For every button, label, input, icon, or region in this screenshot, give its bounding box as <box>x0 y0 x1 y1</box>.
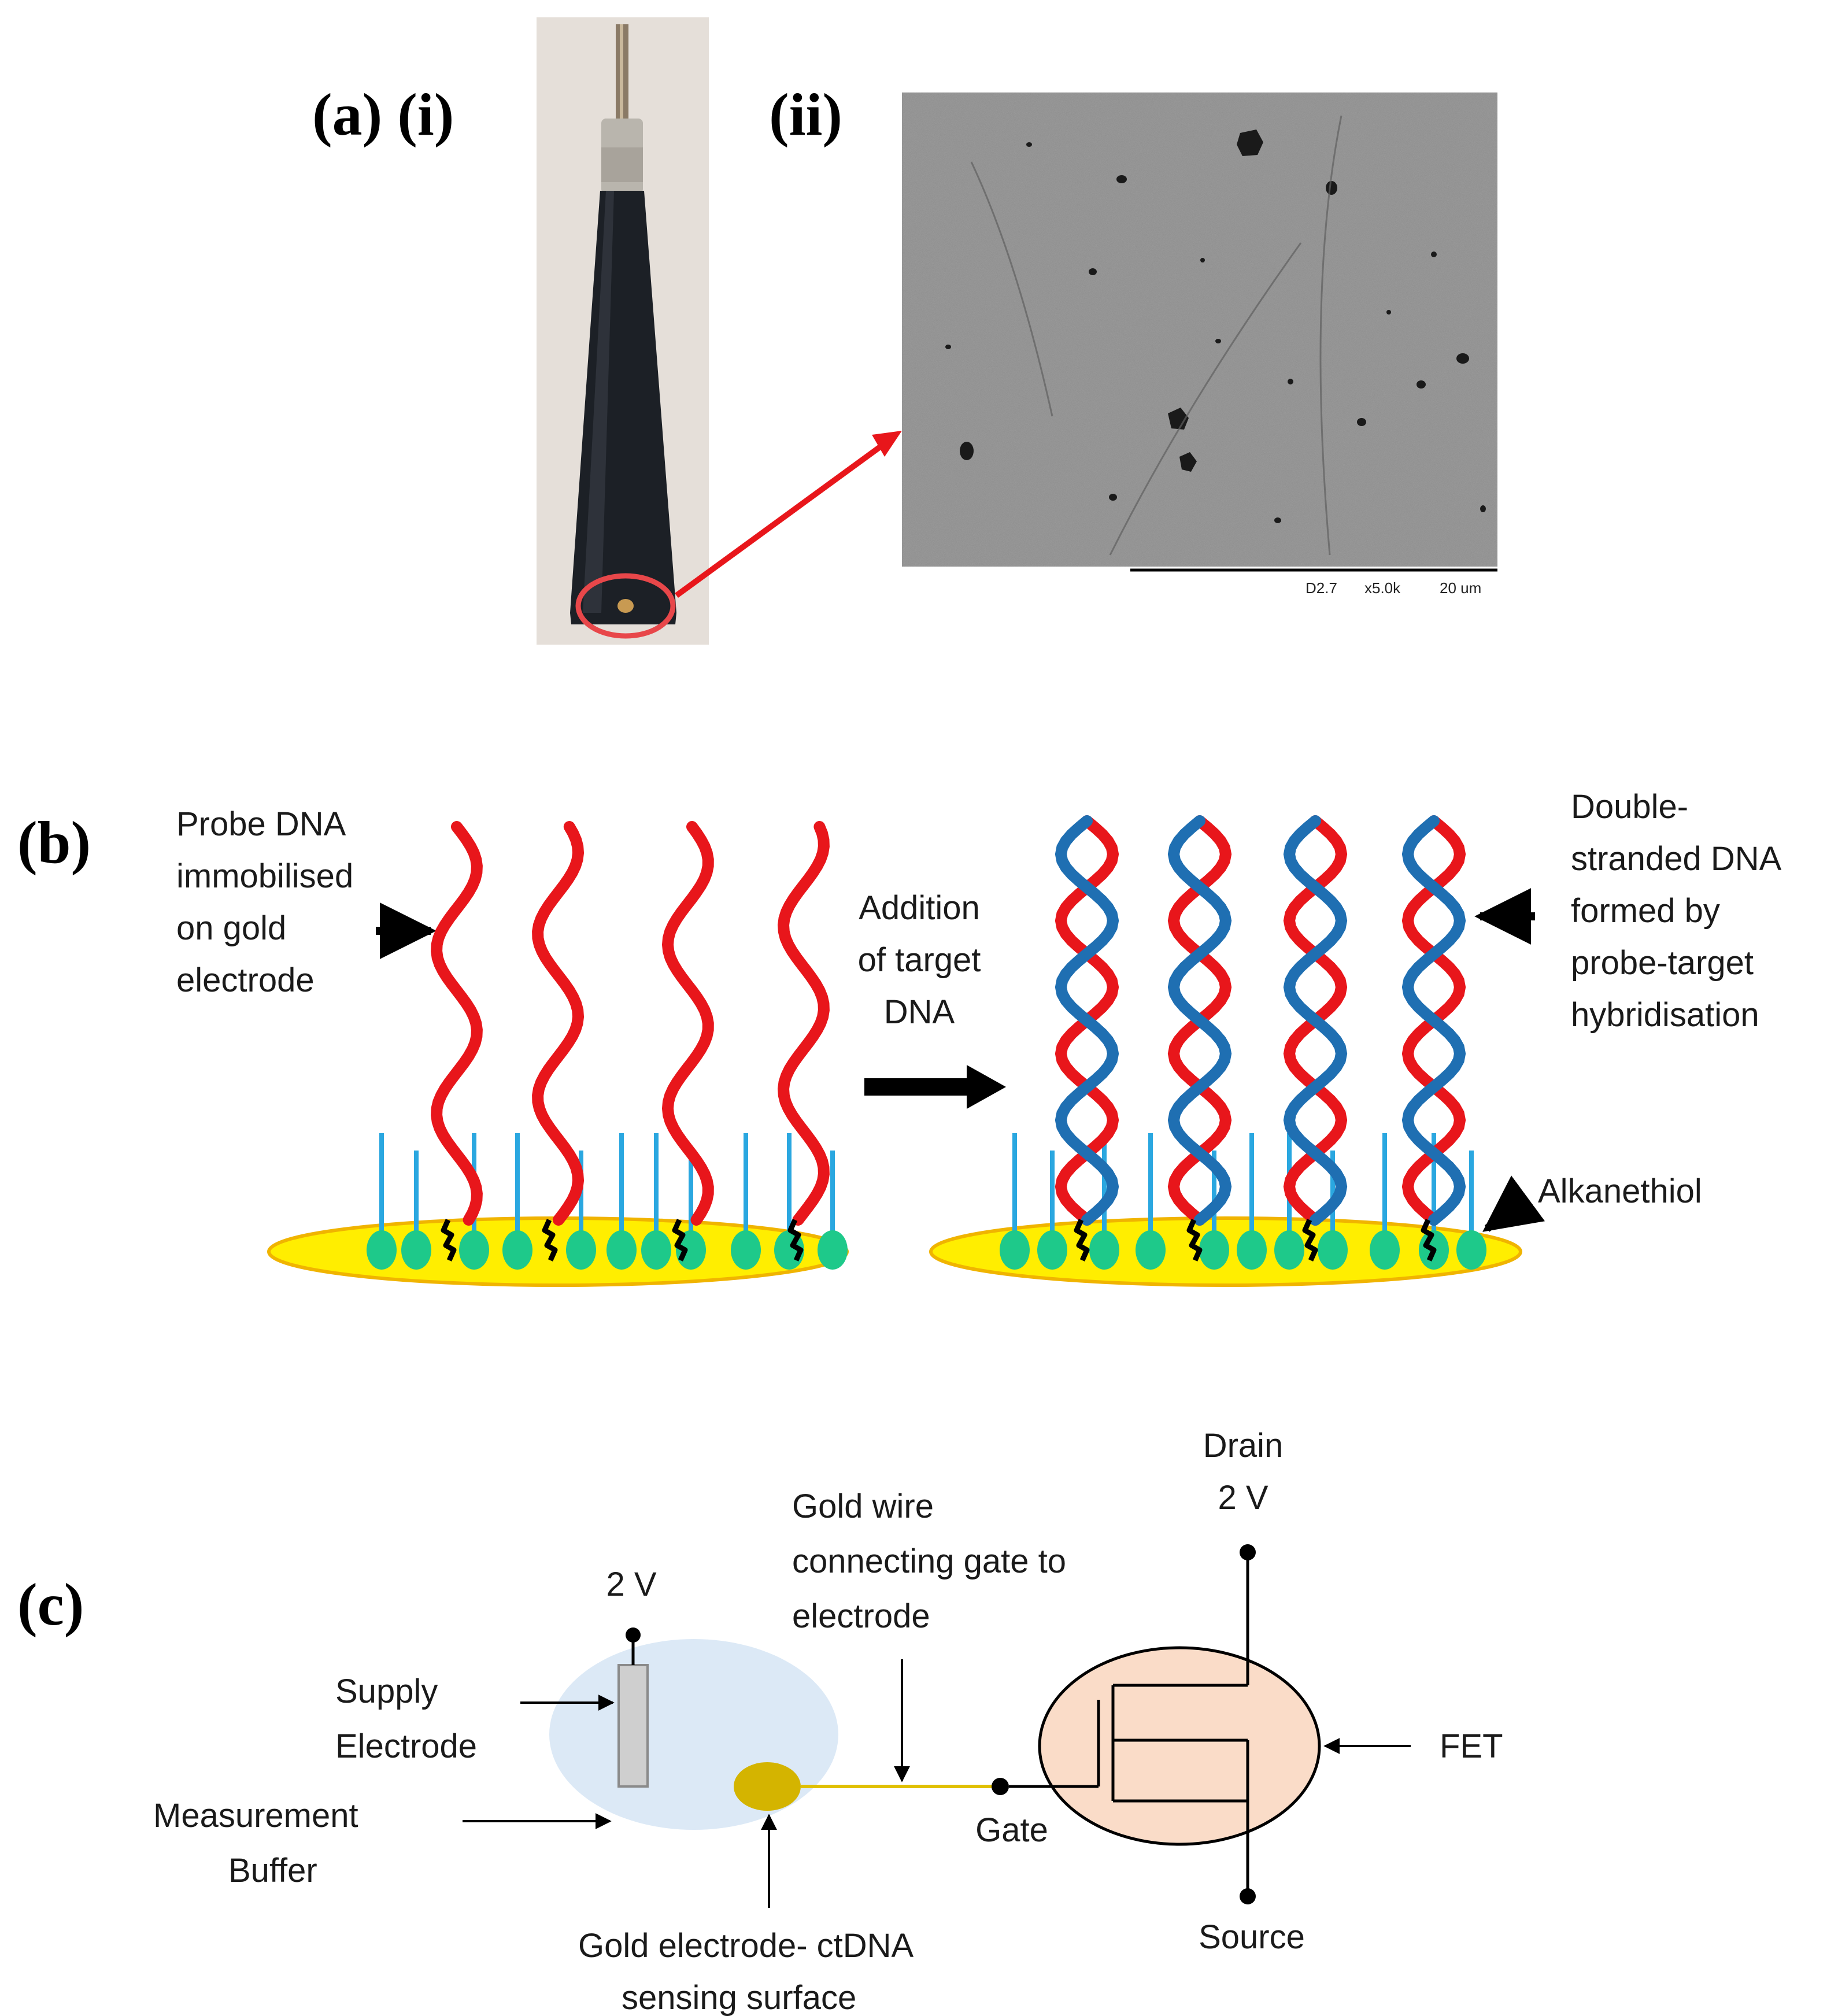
svg-text:electrode: electrode <box>176 961 315 999</box>
electrode-photo <box>537 17 709 645</box>
highlight-circle <box>575 573 676 639</box>
sem-scale: 20 um <box>1440 579 1481 597</box>
dna-linker <box>441 1219 457 1262</box>
probe-dna-strand <box>431 821 483 1226</box>
fet-body <box>1038 1646 1321 1846</box>
measurement-buffer <box>549 1639 838 1830</box>
alkanethiol-head <box>1237 1230 1267 1270</box>
svg-text:hybridisation: hybridisation <box>1571 996 1759 1034</box>
alkanethiol-pointer-arrow <box>1482 1175 1545 1232</box>
alkanethiol-head <box>401 1230 431 1270</box>
alkanethiol-head <box>1089 1230 1119 1270</box>
dna-linker <box>1186 1219 1203 1262</box>
alkanethiol-head <box>1199 1230 1229 1270</box>
probe-dna-strand <box>661 821 714 1226</box>
alkanethiol-head <box>1456 1230 1486 1270</box>
measurement-buffer-label-2: Buffer <box>228 1852 317 1889</box>
gold-wire-label-1: Gold wire <box>792 1488 934 1525</box>
alkanethiol-head <box>641 1230 671 1270</box>
target-dna-strand <box>1401 815 1466 1226</box>
supply-voltage-label: 2 V <box>606 1566 656 1603</box>
probe-dna-strands <box>431 821 830 1262</box>
drain-label: Drain <box>1203 1427 1284 1464</box>
gold-wire-label-2: connecting gate to <box>792 1542 1066 1580</box>
sem-magnification: x5.0k <box>1364 579 1401 597</box>
alkanethiol-head <box>1274 1230 1304 1270</box>
svg-text:on gold: on gold <box>176 909 286 947</box>
source-label: Source <box>1199 1918 1305 1956</box>
alkanethiol-head <box>1037 1230 1067 1270</box>
fet-symbol <box>1009 1555 1249 1893</box>
target-dna-strand <box>1283 815 1348 1226</box>
alkanethiol-head <box>1000 1230 1030 1270</box>
drain-terminal <box>1240 1544 1256 1560</box>
alkanethiol-head <box>1136 1230 1166 1270</box>
alkanethiol-head <box>459 1230 489 1270</box>
dna-linker <box>672 1219 688 1262</box>
svg-text:DNA: DNA <box>884 993 955 1031</box>
target-dna-strand <box>1055 815 1119 1226</box>
alkanethiol-head <box>502 1230 532 1270</box>
svg-text:of target: of target <box>858 941 981 979</box>
alkanethiol-head <box>606 1230 637 1270</box>
gold-wire-label-3: electrode <box>792 1597 930 1635</box>
zoom-arrowhead <box>872 431 902 457</box>
probe-dna-strand <box>777 821 830 1226</box>
gold-disc-tip <box>617 599 634 613</box>
alkanethiol-head <box>731 1230 761 1270</box>
probe-dna-label: Probe DNA immobilised on gold electrode <box>176 805 353 999</box>
sem-detector: D2.7 <box>1305 579 1337 597</box>
source-terminal <box>1240 1888 1256 1904</box>
alkanethiol-label: Alkanethiol <box>1538 1172 1702 1210</box>
panel-c: (c) 2 V Supply Electrode Measurement Buf… <box>17 1427 1503 2016</box>
double-stranded-dna <box>1055 815 1466 1262</box>
target-dna-strand <box>1167 815 1232 1226</box>
svg-text:formed by: formed by <box>1571 892 1720 930</box>
probe-dna-strand <box>532 821 585 1226</box>
alkanethiol-head <box>566 1230 596 1270</box>
measurement-buffer-label-1: Measurement <box>153 1797 358 1834</box>
svg-text:immobilised: immobilised <box>176 857 353 895</box>
dna-linker <box>542 1219 558 1262</box>
gold-electrode-label-2: sensing surface <box>622 1979 856 2016</box>
dna-linker <box>787 1219 804 1262</box>
dna-linker <box>1302 1219 1318 1262</box>
drain-voltage-label: 2 V <box>1218 1479 1268 1516</box>
gold-sensing-electrode <box>734 1762 801 1811</box>
alkanethiol-head <box>367 1230 397 1270</box>
zoom-arrow <box>675 437 892 598</box>
supply-electrode-label-1: Supply <box>335 1673 438 1710</box>
alkanethiol-head <box>1370 1230 1400 1270</box>
svg-text:Addition: Addition <box>859 889 980 927</box>
svg-text:probe-target: probe-target <box>1571 944 1754 982</box>
addition-arrow-head <box>967 1065 1006 1109</box>
gate-label: Gate <box>975 1811 1048 1849</box>
gold-electrode-label-1: Gold electrode- ctDNA <box>578 1927 914 1965</box>
panel-a-label: (a) (i) <box>312 82 454 148</box>
alkanethiol-head <box>818 1230 848 1270</box>
panel-b: (b) Probe DNA immobilised on gold electr… <box>17 788 1782 1287</box>
addition-label: Addition of target DNA <box>858 889 981 1031</box>
sem-image: D2.7 x5.0k 20 um <box>902 93 1497 601</box>
supply-electrode-label-2: Electrode <box>335 1728 477 1765</box>
panel-a-sublabel: (ii) <box>769 82 842 148</box>
panel-c-label: (c) <box>17 1571 84 1638</box>
panel-a: (a) (i) (ii) <box>312 17 1497 645</box>
ds-dna-label: Double- stranded DNA formed by probe-tar… <box>1571 788 1782 1034</box>
supply-electrode <box>617 1664 649 1788</box>
svg-text:stranded DNA: stranded DNA <box>1571 840 1782 878</box>
gate-terminal <box>992 1778 1009 1795</box>
svg-text:Double-: Double- <box>1571 788 1688 826</box>
svg-text:Probe DNA: Probe DNA <box>176 805 346 843</box>
supply-terminal <box>626 1627 641 1643</box>
dna-linker <box>1421 1219 1437 1262</box>
dna-linker <box>1074 1219 1090 1262</box>
alkanethiol-head <box>1318 1230 1348 1270</box>
panel-b-label: (b) <box>17 809 91 876</box>
fet-label: FET <box>1440 1728 1503 1765</box>
